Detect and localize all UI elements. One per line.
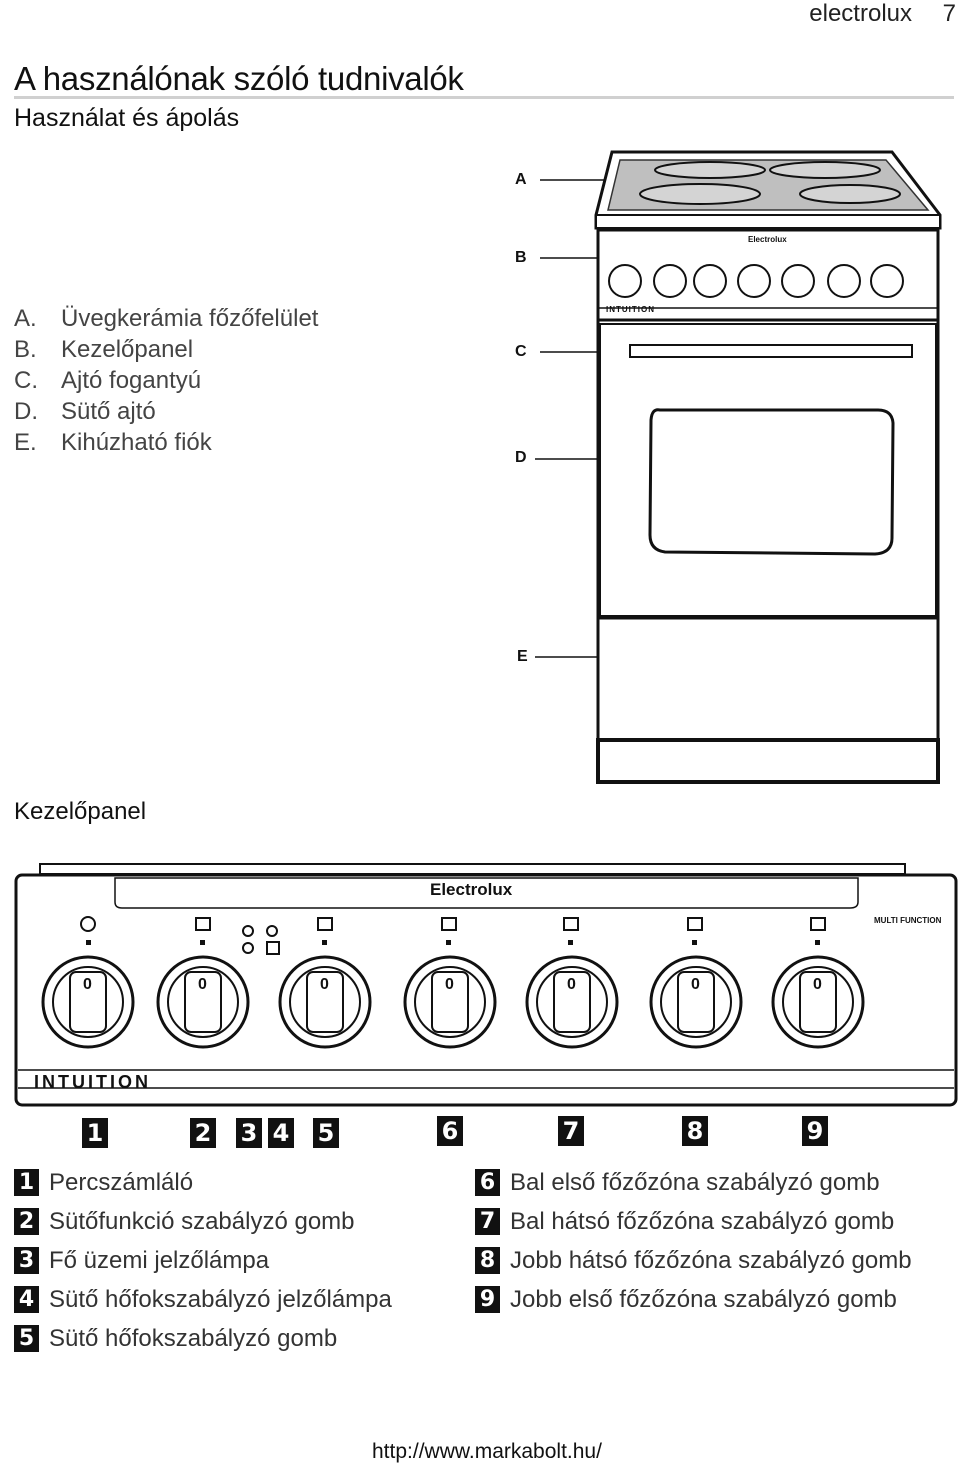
part-key: E.	[14, 429, 37, 456]
legend-item: 3 Fő üzemi jelzőlámpa	[14, 1241, 392, 1280]
legend-number: 2	[14, 1208, 39, 1235]
parts-list-item: C. Ajtó fogantyú	[14, 365, 318, 396]
header-brand: electrolux	[809, 0, 912, 27]
badge-9: 9	[802, 1116, 828, 1146]
legend-number: 6	[475, 1169, 500, 1196]
legend-item: 5 Sütő hőfokszabályzó gomb	[14, 1319, 392, 1358]
page-title: A használónak szóló tudnivalók	[14, 60, 464, 97]
legend-label: Bal első főzőzóna szabályzó gomb	[510, 1169, 880, 1196]
knob-5-mark: 0	[567, 976, 576, 993]
badge-6: 6	[437, 1116, 463, 1146]
knob-2-mark: 0	[198, 976, 207, 993]
part-label: Ajtó fogantyú	[61, 367, 202, 394]
legend-label: Jobb első főzőzóna szabályzó gomb	[510, 1286, 897, 1313]
badge-1: 1	[82, 1118, 108, 1148]
page-subtitle: Használat és ápolás	[14, 104, 240, 132]
legend-item: 2 Sütőfunkció szabályzó gomb	[14, 1202, 392, 1241]
legend-item: 4 Sütő hőfokszabályzó jelzőlámpa	[14, 1280, 392, 1319]
parts-list-item: B. Kezelőpanel	[14, 334, 318, 365]
legend-item: 9 Jobb első főzőzóna szabályzó gomb	[475, 1280, 912, 1319]
legend-number: 3	[14, 1247, 39, 1274]
badge-2: 2	[190, 1118, 216, 1148]
legend-label: Fő üzemi jelzőlámpa	[49, 1247, 270, 1274]
knob-3-mark: 0	[320, 976, 329, 993]
parts-list-item: D. Sütő ajtó	[14, 396, 318, 427]
legend-label: Percszámláló	[49, 1169, 194, 1196]
control-panel-section-title: Kezelőpanel	[14, 798, 147, 825]
parts-list: A.Üvegkerámia főzőfelület B.Kezelőpanel …	[14, 303, 318, 458]
knob-7-mark: 0	[813, 976, 822, 993]
legend-item: 8 Jobb hátsó főzőzóna szabályzó gomb	[475, 1241, 912, 1280]
legend-right: 6 Bal első főzőzóna szabályzó gomb 7 Bal h…	[475, 1163, 912, 1319]
footer-url[interactable]: http://www.markabolt.hu/	[372, 1440, 602, 1463]
legend-item: 1 Percszámláló	[14, 1163, 392, 1202]
legend-left: 1 Percszámláló 2 Sütőfunkció szabályzó gom…	[14, 1163, 392, 1358]
panel-model: INTUITION	[34, 1072, 151, 1092]
part-label: Sütő ajtó	[61, 398, 156, 425]
legend-number: 8	[475, 1247, 500, 1274]
part-label: Üvegkerámia főzőfelület	[61, 305, 319, 332]
panel-function-label: MULTI FUNCTION	[874, 916, 942, 925]
legend-number: 9	[475, 1286, 500, 1313]
badge-8: 8	[682, 1116, 708, 1146]
parts-list-item: A. Üvegkerámia főzőfelület	[14, 303, 318, 334]
part-key: C.	[14, 367, 38, 394]
page-number: 7	[942, 0, 956, 27]
legend-item: 6 Bal első főzőzóna szabályzó gomb	[475, 1163, 912, 1202]
knob-4-mark: 0	[445, 976, 454, 993]
part-key: B.	[14, 336, 37, 363]
legend-label: Sütő hőfokszabályzó jelzőlámpa	[49, 1286, 392, 1313]
part-key: D.	[14, 398, 38, 425]
parts-list-item: E. Kihúzható fiók	[14, 427, 318, 458]
badge-5: 5	[313, 1118, 339, 1148]
callout-e: E	[517, 648, 528, 665]
legend-label: Jobb hátsó főzőzóna szabályzó gomb	[510, 1247, 912, 1274]
part-key: A.	[14, 305, 37, 332]
title-divider	[14, 96, 954, 99]
callout-c: C	[515, 343, 527, 360]
part-label: Kihúzható fiók	[61, 429, 212, 456]
illustration-model: INTUITION	[606, 305, 655, 314]
control-panel-illustration	[14, 863, 958, 1107]
part-label: Kezelőpanel	[61, 336, 194, 363]
legend-number: 1	[14, 1169, 39, 1196]
legend-number: 7	[475, 1208, 500, 1235]
legend-number: 5	[14, 1325, 39, 1352]
badge-3: 3	[236, 1118, 262, 1148]
badge-4: 4	[268, 1118, 294, 1148]
knob-6-mark: 0	[691, 976, 700, 993]
knob-1-mark: 0	[83, 976, 92, 993]
illustration-brand: Electrolux	[748, 235, 787, 244]
legend-item: 7 Bal hátsó főzőzóna szabályzó gomb	[475, 1202, 912, 1241]
badge-7: 7	[558, 1116, 584, 1146]
legend-number: 4	[14, 1286, 39, 1313]
legend-label: Sütőfunkció szabályzó gomb	[49, 1208, 355, 1235]
callout-d: D	[515, 449, 527, 466]
callout-a: A	[515, 171, 527, 188]
legend-label: Bal hátsó főzőzóna szabályzó gomb	[510, 1208, 895, 1235]
callout-b: B	[515, 249, 527, 266]
cooker-illustration	[535, 150, 942, 784]
legend-label: Sütő hőfokszabályzó gomb	[49, 1325, 338, 1352]
panel-brand: Electrolux	[430, 880, 513, 899]
